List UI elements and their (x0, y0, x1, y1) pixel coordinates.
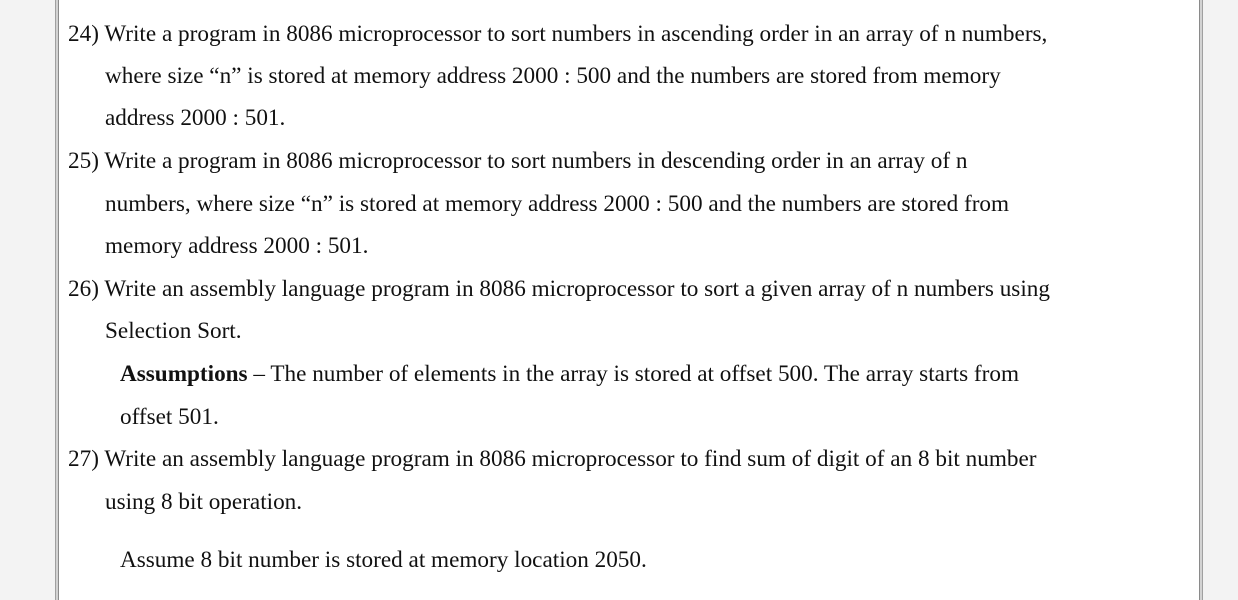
document-page: 24) Write a program in 8086 microprocess… (55, 0, 1203, 600)
question-27-note: Assume 8 bit number is stored at memory … (120, 547, 647, 573)
question-26-line-1: 26) Write an assembly language program i… (68, 275, 1050, 303)
question-text: Write an assembly language program in 80… (104, 446, 1037, 472)
question-text: Write a program in 8086 microprocessor t… (104, 148, 968, 174)
question-number: 26) (68, 276, 99, 302)
question-25-line-2: numbers, where size “n” is stored at mem… (105, 191, 1010, 217)
assumptions-text: – The number of elements in the array is… (247, 361, 1019, 387)
question-24-line-2: where size “n” is stored at memory addre… (105, 63, 1001, 89)
question-26-line-2: Selection Sort. (105, 318, 242, 344)
question-26-assumptions-line-2: offset 501. (120, 404, 219, 430)
question-number: 25) (68, 148, 99, 174)
assumptions-label: Assumptions (120, 361, 248, 387)
question-24-line-1: 24) Write a program in 8086 microprocess… (68, 20, 1047, 48)
question-26-assumptions: Assumptions – The number of elements in … (120, 360, 1019, 388)
question-27-line-1: 27) Write an assembly language program i… (68, 445, 1036, 473)
question-25-line-3: memory address 2000 : 501. (105, 233, 369, 259)
question-text: Write an assembly language program in 80… (104, 276, 1050, 302)
question-24-line-3: address 2000 : 501. (105, 105, 286, 131)
question-25-line-1: 25) Write a program in 8086 microprocess… (68, 147, 968, 175)
question-27-line-2: using 8 bit operation. (105, 489, 303, 515)
question-text: Write a program in 8086 microprocessor t… (104, 21, 1048, 47)
question-number: 27) (68, 446, 99, 472)
question-number: 24) (68, 21, 99, 47)
